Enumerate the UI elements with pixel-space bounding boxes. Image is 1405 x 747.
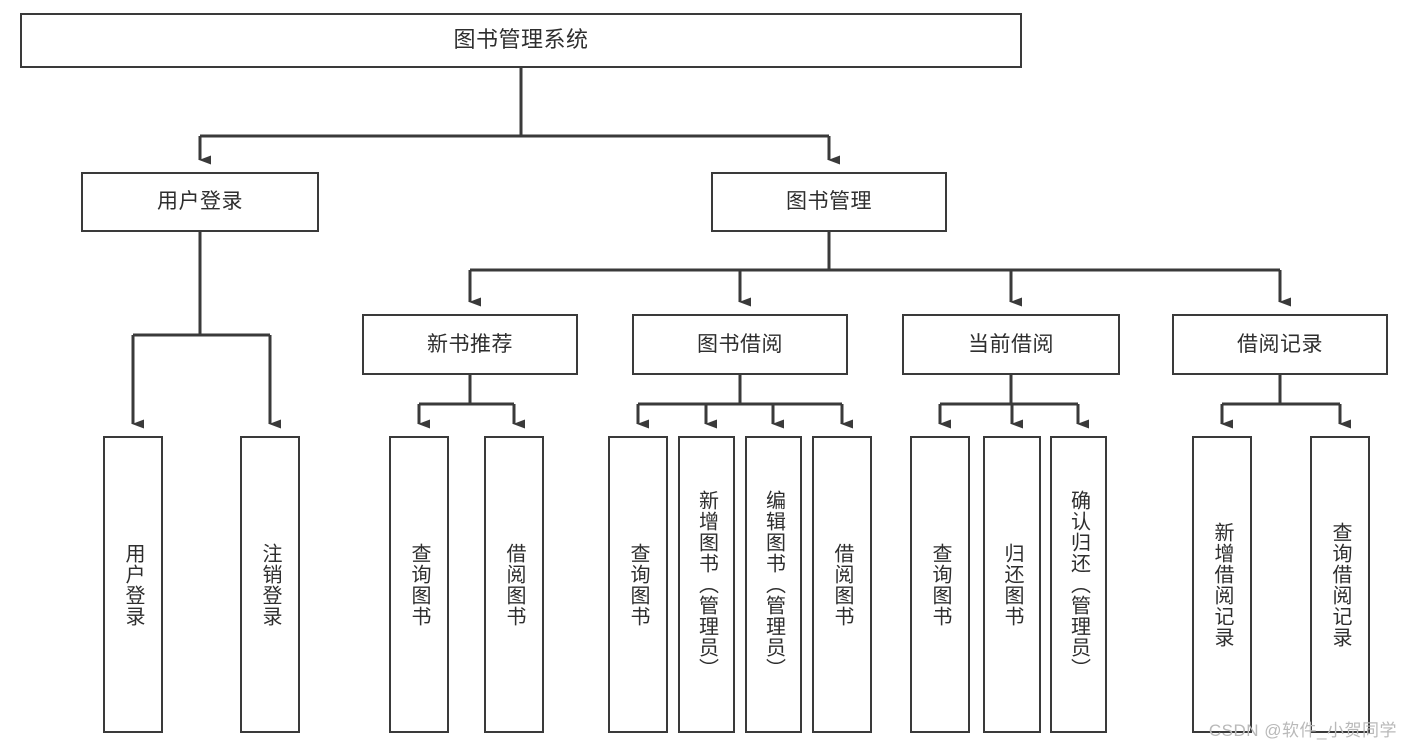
node-leaf-borrow-book-1-label: 借阅图书: [503, 542, 525, 627]
node-leaf-query-record[interactable]: 查询借阅记录: [1310, 436, 1370, 733]
node-root[interactable]: 图书管理系统: [20, 13, 1022, 68]
node-leaf-query-book-2[interactable]: 查询图书: [608, 436, 668, 733]
node-current-borrow-label: 当前借阅: [968, 332, 1054, 356]
node-book-borrow-label: 图书借阅: [697, 332, 783, 356]
node-leaf-add-record-label: 新增借阅记录: [1211, 521, 1233, 648]
node-borrow-record-label: 借阅记录: [1237, 332, 1323, 356]
node-new-book-rec[interactable]: 新书推荐: [362, 314, 578, 375]
node-leaf-return-book-label: 归还图书: [1001, 542, 1023, 627]
node-leaf-confirm-return[interactable]: 确认归还（管理员）: [1050, 436, 1107, 733]
node-user-login[interactable]: 用户登录: [81, 172, 319, 232]
node-leaf-user-login-label: 用户登录: [122, 542, 144, 627]
node-user-login-label: 用户登录: [157, 190, 243, 214]
node-leaf-query-book-1[interactable]: 查询图书: [389, 436, 449, 733]
node-new-book-rec-label: 新书推荐: [427, 332, 513, 356]
node-leaf-logout-label: 注销登录: [259, 542, 281, 627]
node-leaf-logout[interactable]: 注销登录: [240, 436, 300, 733]
node-leaf-user-login[interactable]: 用户登录: [103, 436, 163, 733]
node-root-label: 图书管理系统: [453, 27, 589, 53]
node-leaf-borrow-book-2[interactable]: 借阅图书: [812, 436, 872, 733]
node-borrow-record[interactable]: 借阅记录: [1172, 314, 1388, 375]
node-leaf-confirm-return-label: 确认归还（管理员）: [1067, 490, 1090, 679]
node-leaf-return-book[interactable]: 归还图书: [983, 436, 1041, 733]
node-leaf-query-book-3-label: 查询图书: [929, 542, 951, 627]
node-leaf-add-book-label: 新增图书（管理员）: [695, 490, 718, 679]
node-leaf-query-book-3[interactable]: 查询图书: [910, 436, 970, 733]
node-leaf-query-book-1-label: 查询图书: [408, 542, 430, 627]
node-book-borrow[interactable]: 图书借阅: [632, 314, 848, 375]
node-leaf-add-record[interactable]: 新增借阅记录: [1192, 436, 1252, 733]
node-leaf-borrow-book-2-label: 借阅图书: [831, 542, 853, 627]
node-leaf-borrow-book-1[interactable]: 借阅图书: [484, 436, 544, 733]
node-leaf-edit-book-label: 编辑图书（管理员）: [762, 490, 785, 679]
node-book-manage-label: 图书管理: [786, 190, 872, 214]
node-current-borrow[interactable]: 当前借阅: [902, 314, 1120, 375]
node-leaf-query-book-2-label: 查询图书: [627, 542, 649, 627]
node-book-manage[interactable]: 图书管理: [711, 172, 947, 232]
node-leaf-add-book[interactable]: 新增图书（管理员）: [678, 436, 735, 733]
node-leaf-edit-book[interactable]: 编辑图书（管理员）: [745, 436, 802, 733]
node-leaf-query-record-label: 查询借阅记录: [1329, 521, 1351, 648]
